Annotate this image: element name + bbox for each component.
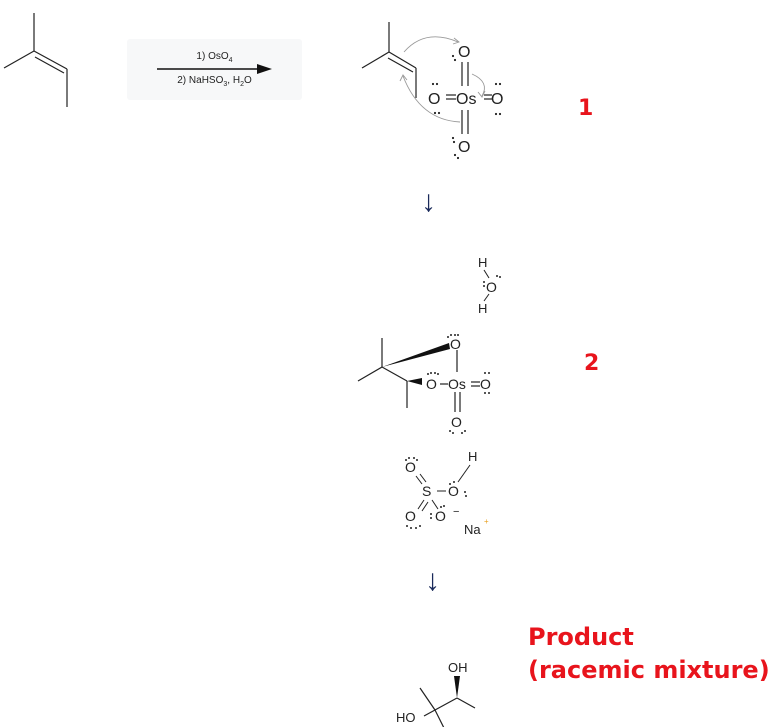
product-title: Product (528, 623, 634, 651)
down-arrow-1: ↓ (421, 185, 436, 218)
reagent-step1: 1) OsO4 (196, 51, 233, 64)
osmium-ester: Os (448, 376, 466, 392)
bisulfite-oxygen-top: O (405, 459, 416, 475)
oxygen-top: O (458, 44, 470, 61)
step-label-2: 2 (584, 351, 600, 376)
step-label-1: 1 (578, 96, 594, 121)
product-label: Product (racemic mixture) (528, 621, 770, 687)
bisulfite-oh-oxygen: O (448, 483, 459, 499)
oxygen-bottom: O (458, 139, 470, 156)
reactant-alkene (3, 13, 68, 107)
minus-charge: − (453, 506, 459, 518)
water-oxygen: O (486, 279, 497, 295)
oxo-oxygen-right: O (480, 376, 491, 392)
oxo-oxygen-bottom: O (451, 414, 462, 430)
oxygen-left: O (428, 91, 440, 108)
sodium-bisulfite: H O S O O O − Na + (405, 449, 489, 537)
ester-oxygen-left: O (426, 376, 437, 392)
ester-oxygen-top: O (450, 336, 461, 352)
water-h-bottom: H (478, 301, 487, 316)
reaction-arrow (157, 64, 272, 74)
sodium: Na (464, 522, 481, 537)
bisulfite-oxygen-bottom-left: O (405, 508, 416, 524)
reagent-step2: 2) NaHSO3, H2O (177, 75, 252, 88)
down-arrow-2: ↓ (425, 564, 440, 597)
hydroxyl-left: HO (396, 710, 416, 725)
osmium: Os (456, 91, 476, 108)
bisulfite-oxygen-anion: O (435, 508, 446, 524)
step1-mechanism: O O Os O O (361, 22, 503, 160)
sulfur: S (422, 483, 431, 499)
step2-osmate-ester: H O H O O Os O O (357, 255, 501, 434)
hydroxyl-top: OH (448, 660, 468, 675)
product-diol: OH HO (396, 660, 476, 727)
water-h-top: H (478, 255, 487, 270)
oxygen-right: O (491, 91, 503, 108)
bisulfite-h: H (468, 449, 477, 464)
plus-charge: + (484, 517, 489, 526)
reagent-box: 1) OsO4 2) NaHSO3, H2O (127, 39, 302, 100)
product-subtitle: (racemic mixture) (528, 656, 770, 684)
